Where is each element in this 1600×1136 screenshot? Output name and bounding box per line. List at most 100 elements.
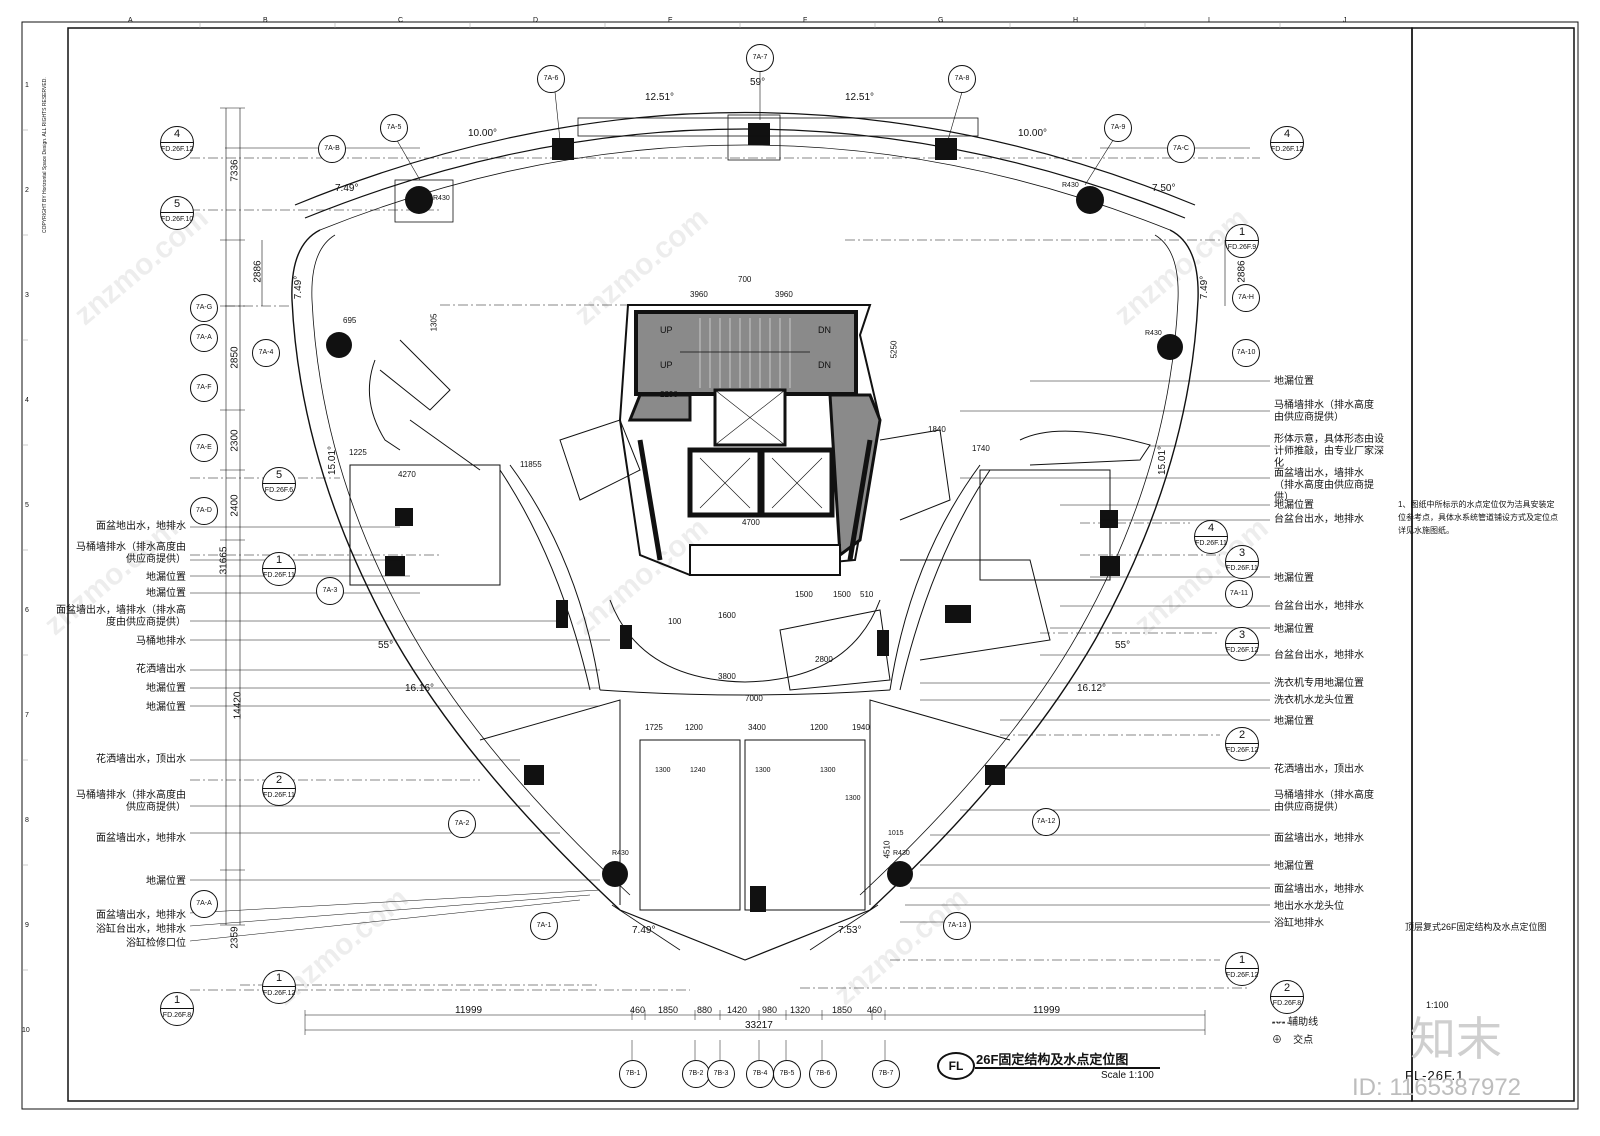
room-dimension: 1740 xyxy=(972,444,990,453)
dimension-text: 1850 xyxy=(832,1005,853,1015)
room-dimension: 1600 xyxy=(718,611,736,620)
grid-col-label: J xyxy=(1343,17,1347,24)
annotation-label: 地漏位置 xyxy=(1274,376,1314,387)
leader-lines xyxy=(225,70,1250,186)
angle-label: 12.51° xyxy=(645,92,675,103)
reference-lines xyxy=(190,157,1260,991)
axis-bubble: 7A-D xyxy=(190,497,218,525)
axis-bubble: 7A-F xyxy=(190,374,218,402)
angle-label: 16.16° xyxy=(405,683,435,694)
annotation-label: 地漏位置 xyxy=(1274,624,1314,635)
sheet-scale: 1:100 xyxy=(1426,1000,1449,1010)
grid-row-label: 10 xyxy=(22,1027,30,1034)
grid-col-label: H xyxy=(1073,17,1079,24)
annotation-label: 地漏位置 xyxy=(146,683,186,694)
axis-bubble: 7B-4 xyxy=(746,1060,774,1088)
axis-bubble: 7A-B xyxy=(318,135,346,163)
annotation-label: 地漏位置 xyxy=(146,876,186,887)
column-surrounds xyxy=(394,114,979,223)
room-dimension: 510 xyxy=(860,590,874,599)
radius-label: R430 xyxy=(612,850,629,857)
angle-label: 59° xyxy=(750,77,766,88)
legend-text: 交点 xyxy=(1293,1035,1314,1046)
radius-label: R430 xyxy=(1145,330,1162,337)
asset-id: ID: 1165387972 xyxy=(1352,1074,1522,1101)
grid-row-label: 6 xyxy=(25,607,29,614)
axis-bubble: 7A-6 xyxy=(537,65,565,93)
axis-bubble: 7A-H xyxy=(1232,284,1260,312)
room-dimension: 3960 xyxy=(690,290,708,299)
angle-label: 7.49° xyxy=(335,183,359,194)
axis-bubble: 7A-12 xyxy=(1032,808,1060,836)
annotation-label: 台盆台出水，地排水 xyxy=(1274,601,1364,612)
axis-bubble: 7A-11 xyxy=(1225,580,1253,608)
dimension-total: 33217 xyxy=(745,1020,773,1031)
axis-bubble: 7A-5 xyxy=(380,114,408,142)
grid-row-label: 8 xyxy=(25,817,29,824)
annotation-label: 马桶地排水 xyxy=(136,636,186,647)
room-dimension: 1940 xyxy=(852,723,870,732)
annotation-label: 花洒墙出水，顶出水 xyxy=(1274,764,1364,775)
dimension-text: 1850 xyxy=(658,1005,679,1015)
room-dimension: 1300 xyxy=(655,767,671,774)
grid-col-label: F xyxy=(803,17,808,24)
dimension-total: 31665 xyxy=(218,546,230,575)
annotation-label: 面盆地出水，地排水 xyxy=(96,521,186,532)
stair-down-label: DN xyxy=(818,360,831,370)
interior-walls xyxy=(349,339,1151,911)
annotation-label: 地出水水龙头位 xyxy=(1274,901,1344,912)
room-dimension: 5250 xyxy=(889,340,899,359)
grid-row-label: 4 xyxy=(25,397,29,404)
plan-title: 26F固定结构及水点定位图 xyxy=(976,1052,1129,1067)
room-dimension: 1500 xyxy=(795,590,813,599)
angle-label: 16.12° xyxy=(1077,683,1107,694)
legend-item: ⊕ 交点 xyxy=(1272,1032,1318,1050)
annotation-label: 地漏位置 xyxy=(1274,861,1314,872)
axis-bubble: 7A-2 xyxy=(448,810,476,838)
grid-col-label: A xyxy=(128,17,133,24)
annotation-label: 马桶墙排水（排水高度由供应商提供） xyxy=(76,790,186,813)
grid-col-label: C xyxy=(398,17,404,24)
room-dimension: 1500 xyxy=(833,590,851,599)
stair-down-label: DN xyxy=(818,325,831,335)
annotation-label: 地漏位置 xyxy=(1274,716,1314,727)
room-dimension: 3800 xyxy=(718,672,736,681)
grid-col-label: B xyxy=(263,17,268,24)
room-dimension: 2800 xyxy=(815,655,833,664)
bottom-axis-leaders xyxy=(631,1040,886,1060)
annotation-label: 地漏位置 xyxy=(146,572,186,583)
room-dimension: 1200 xyxy=(810,723,828,732)
stair-up-label: UP xyxy=(660,360,673,370)
dimension-text: 2400 xyxy=(229,494,241,517)
title-block xyxy=(1411,27,1575,1102)
grid-col-label: E xyxy=(668,17,673,24)
room-dimension: 1840 xyxy=(928,425,946,434)
grid-row-label: 2 xyxy=(25,187,29,194)
grid-ticks xyxy=(22,22,1281,971)
grid-row-label: 3 xyxy=(25,292,29,299)
annotation-label: 面盆墙出水，墙排水（排水高度由供应商提供） xyxy=(1274,468,1374,503)
central-core xyxy=(618,304,882,577)
angle-label: 7.50° xyxy=(1152,183,1176,194)
room-dimension: 700 xyxy=(738,275,752,284)
annotation-label: 浴缸检修口位 xyxy=(126,938,186,949)
room-dimension: 1725 xyxy=(645,723,663,732)
room-dimension: 100 xyxy=(668,617,682,626)
annotation-label: 洗衣机专用地漏位置 xyxy=(1274,678,1364,689)
room-dimension: 1300 xyxy=(820,767,836,774)
dimension-text: 7336 xyxy=(229,159,241,182)
axis-bubble: 7B-1 xyxy=(619,1060,647,1088)
radius-label: R430 xyxy=(893,850,910,857)
grid-col-label: G xyxy=(938,17,944,24)
